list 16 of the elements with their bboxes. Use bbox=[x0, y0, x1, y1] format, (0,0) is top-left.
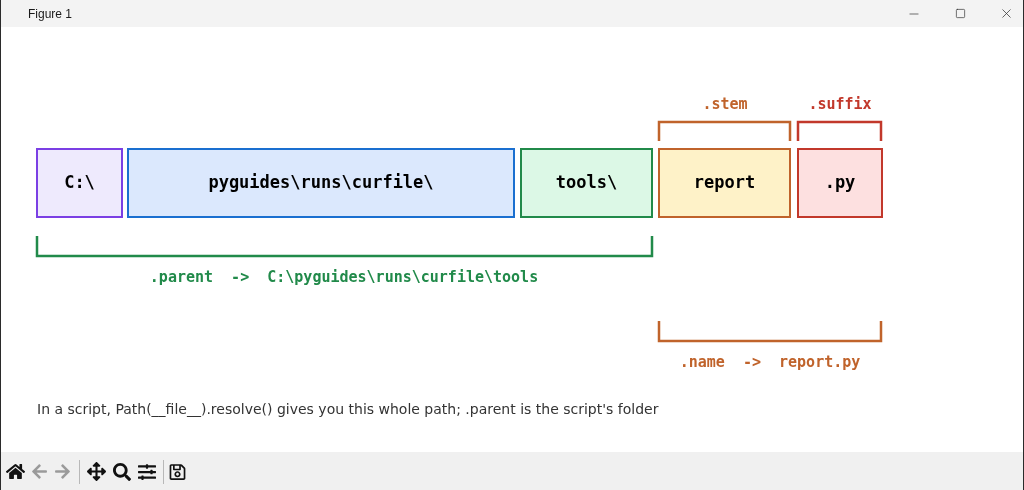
path-segment-text: C:\ bbox=[64, 171, 95, 195]
path-segment-text: report bbox=[693, 171, 756, 195]
caption-text: In a script, Path(__file__).resolve() gives you this whole path; .parent is the script's folder bbox=[37, 400, 659, 419]
path-segment-box bbox=[127, 148, 515, 218]
path-segment-box bbox=[797, 148, 883, 218]
path-segment-box bbox=[520, 148, 653, 218]
bracket-label: .stem bbox=[702, 95, 748, 113]
path-segment-box bbox=[36, 148, 123, 218]
path-segment-text: pyguides\runs\curfile\ bbox=[208, 171, 434, 195]
bracket-label: .name -> report.py bbox=[679, 353, 861, 371]
path-segment-box bbox=[658, 148, 791, 218]
bracket-label: .parent -> C:\pyguides\runs\curfile\tools bbox=[149, 268, 539, 286]
path-segment-text: tools\ bbox=[555, 171, 618, 195]
path-segment-text: .py bbox=[824, 171, 856, 195]
bracket-label: .suffix bbox=[808, 95, 872, 113]
window-title: Figure 1 bbox=[28, 6, 73, 23]
